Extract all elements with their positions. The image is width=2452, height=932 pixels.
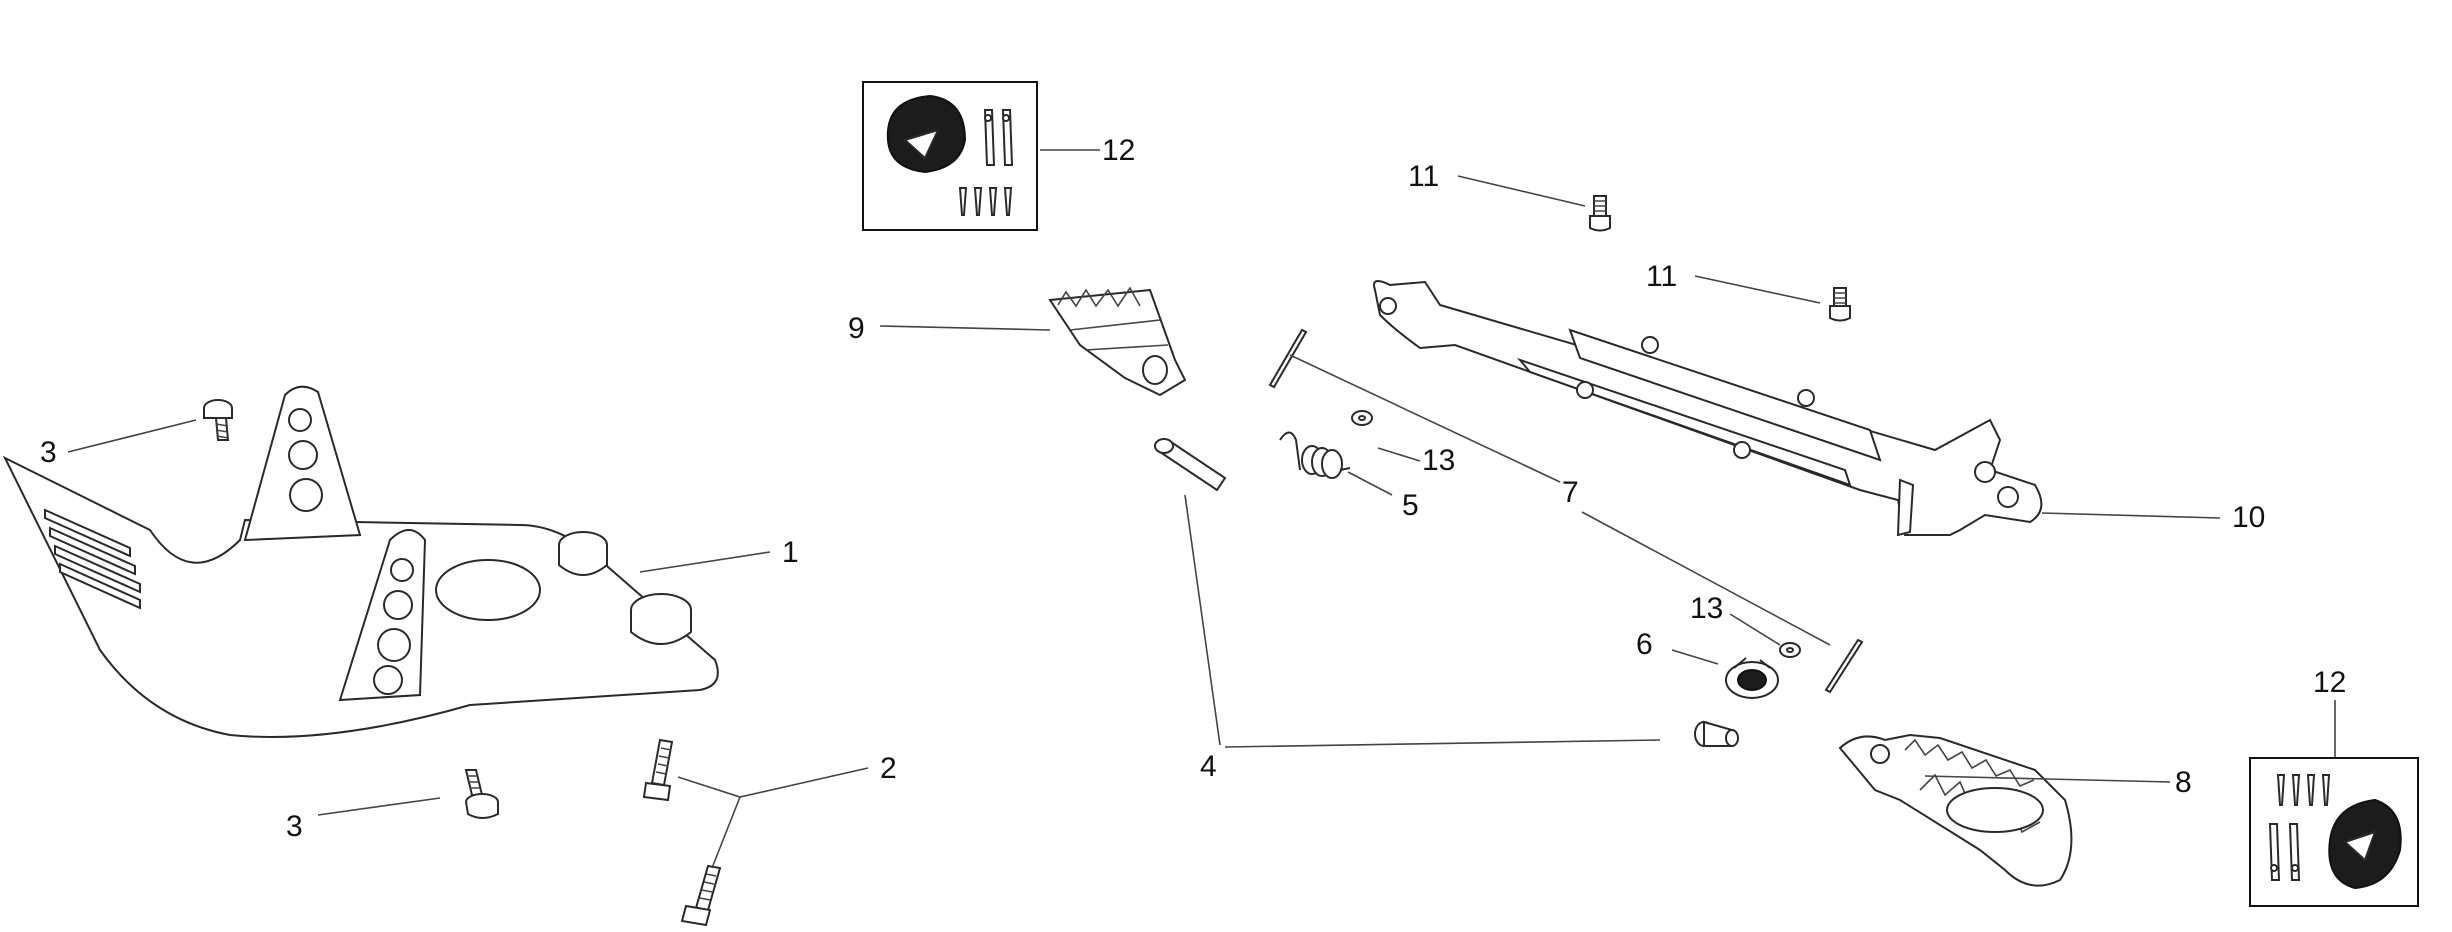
- flange-bolt: [203, 399, 233, 441]
- callout-2: 2: [880, 752, 897, 785]
- cotter-pin: [1268, 328, 1308, 389]
- callout-1: 1: [782, 536, 799, 569]
- rubber-mount: [558, 531, 608, 576]
- long-bolt: [642, 738, 674, 802]
- callout-3-lower: 3: [286, 810, 303, 843]
- cotter-pin: [1824, 638, 1864, 694]
- callout-4: 4: [1200, 750, 1217, 783]
- return-spring: [1279, 431, 1351, 479]
- callout-11-middle: 11: [1646, 260, 1677, 293]
- callout-7: 7: [1562, 476, 1579, 509]
- callout-5: 5: [1402, 489, 1419, 522]
- washer: [1351, 410, 1373, 426]
- callout-13-upper: 13: [1422, 444, 1455, 477]
- callout-10: 10: [2232, 501, 2265, 534]
- rubber-mount: [630, 593, 692, 645]
- mount-bolt: [1589, 195, 1611, 232]
- footpeg-large: [1838, 733, 2073, 887]
- skid-plate-vents: [44, 508, 141, 610]
- callout-8: 8: [2175, 766, 2192, 799]
- flange-bolt: [464, 769, 499, 819]
- mount-bolt: [1829, 287, 1851, 322]
- skid-plate: [2, 385, 719, 738]
- callout-11-top: 11: [1408, 160, 1439, 193]
- leader-lines: [67, 149, 2336, 869]
- pivot-pin: [1154, 438, 1227, 492]
- callout-12-top: 12: [1102, 134, 1135, 167]
- callout-13-lower: 13: [1690, 592, 1723, 625]
- callout-6: 6: [1636, 628, 1653, 661]
- footpeg-small: [1048, 286, 1187, 397]
- washer: [1779, 642, 1801, 658]
- repair-kit-box-bottom: [2249, 757, 2419, 907]
- spring-hook: [1725, 657, 1779, 699]
- footpeg-bracket: [1373, 280, 2043, 537]
- long-bolt: [680, 864, 722, 927]
- callout-9: 9: [848, 312, 865, 345]
- footpeg-pin: [1694, 720, 1739, 747]
- callout-3-upper: 3: [40, 436, 57, 469]
- callout-12-bottom: 12: [2313, 666, 2346, 699]
- repair-kit-box-top: [862, 81, 1038, 231]
